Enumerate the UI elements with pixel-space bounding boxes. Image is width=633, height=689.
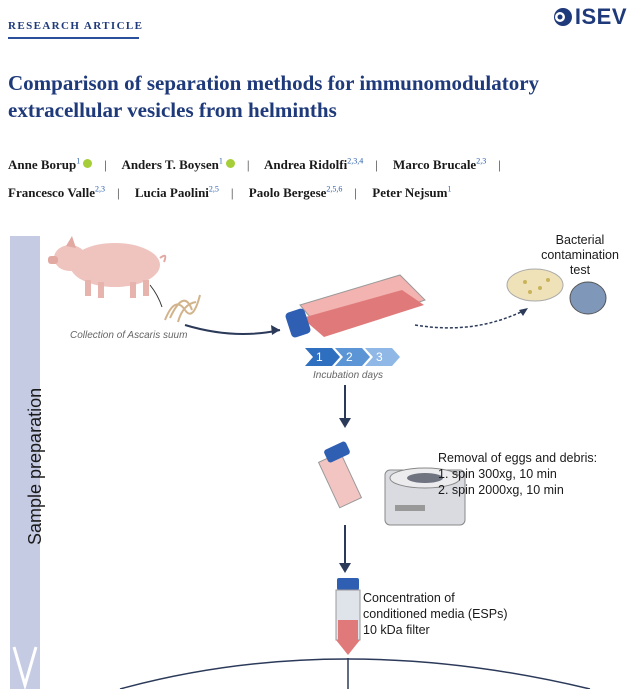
separator: | <box>498 157 501 173</box>
pig-to-worms-arrow <box>149 284 163 308</box>
author[interactable]: Paolo Bergese2,5,6 <box>248 184 343 200</box>
isev-logo[interactable]: ISEV <box>552 4 627 30</box>
article-title: Comparison of separation methods for imm… <box>8 71 540 122</box>
header-label: RESEARCH ARTICLE <box>8 20 144 32</box>
arrow-to-bacterial-test <box>414 309 526 329</box>
centrifuge-icon <box>384 467 466 526</box>
falcon-tube-icon <box>317 441 363 509</box>
separator: | <box>354 184 358 200</box>
bacterial-test-label: Bacterial contamination test <box>541 233 619 277</box>
figure-sidebar <box>10 236 40 689</box>
separator: | <box>246 157 250 173</box>
worms-icon <box>164 294 201 323</box>
incubation-caption: Incubation days <box>313 370 384 381</box>
sidebar-arrow-icon <box>12 646 38 689</box>
day-2: 2 <box>346 350 353 364</box>
removal-label: Removal of eggs and debris: 1. spin 300x… <box>438 451 598 497</box>
pig-icon <box>48 236 167 298</box>
author[interactable]: Lucia Paolini2,5 <box>134 184 219 200</box>
author[interactable]: Anne Borup1 <box>8 157 93 172</box>
separator: | <box>117 184 120 200</box>
header-rule <box>8 37 139 39</box>
concentration-label: Concentration of conditioned media (ESPs… <box>363 591 508 637</box>
arrow-to-flask <box>184 324 281 335</box>
author[interactable]: Francesco Valle2,3 <box>8 184 106 200</box>
isev-logo-icon <box>553 8 572 26</box>
day-1: 1 <box>316 350 323 364</box>
branch-arc <box>119 658 591 689</box>
culture-flask-icon <box>285 274 426 338</box>
author[interactable]: Andrea Ridolfi2,3,4 <box>264 157 364 173</box>
author[interactable]: Peter Nejsum1 <box>372 184 452 200</box>
logo-text: ISEV <box>574 4 627 29</box>
collection-caption: Collection of Ascaris suum <box>70 330 188 341</box>
petri-dish-icon <box>506 268 607 315</box>
orcid-icon[interactable] <box>225 159 235 169</box>
separator: | <box>230 184 234 200</box>
separator: | <box>104 157 107 173</box>
filter-tube-icon <box>335 578 361 655</box>
day-3: 3 <box>376 350 383 364</box>
orcid-icon[interactable] <box>83 159 93 169</box>
separator: | <box>375 157 378 173</box>
author[interactable]: Anders T. Boysen1 <box>121 157 235 172</box>
author[interactable]: Marco Brucale2,3 <box>393 157 487 173</box>
author-list: Anne Borup1| Anders T. Boysen1| Andrea R… <box>8 150 628 205</box>
incubation-days-chevrons <box>305 348 400 366</box>
